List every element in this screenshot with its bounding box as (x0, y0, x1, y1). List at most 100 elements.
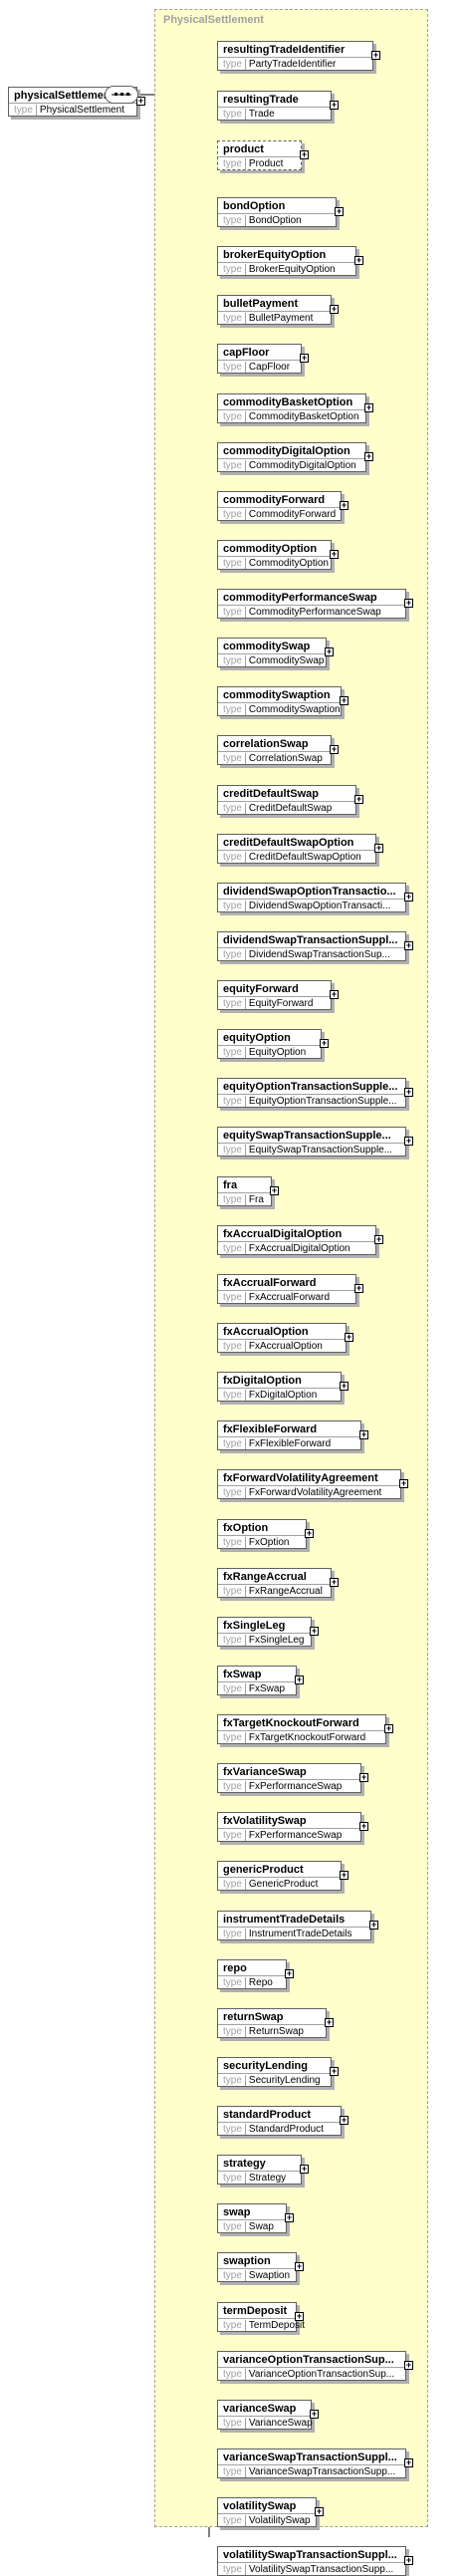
expand-icon[interactable]: + (310, 1626, 319, 1636)
expand-icon[interactable]: + (354, 1283, 363, 1293)
expand-icon[interactable]: + (270, 1185, 279, 1195)
expand-icon[interactable]: + (404, 892, 413, 902)
expand-icon[interactable]: + (369, 1920, 378, 1930)
expand-icon[interactable]: + (384, 1723, 393, 1733)
expand-icon[interactable]: + (340, 1870, 349, 1880)
expand-icon[interactable]: + (295, 2261, 304, 2271)
expand-icon[interactable]: + (359, 1429, 368, 1439)
expand-icon[interactable]: + (404, 2360, 413, 2370)
expand-icon[interactable]: + (305, 1528, 314, 1538)
expand-icon[interactable]: + (295, 1674, 304, 1684)
expand-icon[interactable]: + (404, 598, 413, 608)
expand-icon[interactable]: + (399, 1478, 408, 1488)
expand-icon[interactable]: + (404, 1136, 413, 1146)
expand-icon[interactable]: + (359, 1772, 368, 1782)
expand-icon[interactable]: + (310, 2409, 319, 2419)
expand-icon[interactable]: + (330, 100, 339, 110)
expand-icon[interactable]: + (345, 1332, 353, 1342)
expand-icon[interactable]: + (295, 2311, 304, 2321)
expand-icon[interactable]: + (404, 1087, 413, 1097)
expand-icon[interactable]: + (340, 695, 349, 705)
expand-icon[interactable]: + (374, 1234, 383, 1244)
expand-icon[interactable]: + (285, 2212, 294, 2222)
expand-icon[interactable]: + (330, 549, 339, 559)
expand-icon[interactable]: + (285, 1968, 294, 1978)
expand-icon[interactable]: + (330, 304, 339, 314)
sequence-compositor[interactable] (105, 86, 138, 104)
expand-icon[interactable]: + (320, 1038, 329, 1048)
expand-icon[interactable]: + (330, 1577, 339, 1587)
expand-icon[interactable]: + (330, 989, 339, 999)
expand-icon[interactable]: + (404, 2555, 413, 2565)
expand-icon[interactable]: + (340, 2115, 349, 2125)
expand-icon[interactable]: + (371, 50, 380, 60)
expand-icon[interactable]: + (325, 646, 334, 656)
expand-icon[interactable]: + (330, 2066, 339, 2076)
expand-icon[interactable]: + (340, 500, 349, 510)
expand-icon[interactable]: + (364, 451, 373, 461)
expand-icon[interactable]: + (335, 206, 344, 216)
expand-icon[interactable]: + (300, 2164, 309, 2174)
expand-icon[interactable]: + (340, 1381, 349, 1391)
expand-icon[interactable]: + (300, 149, 309, 159)
expand-icon[interactable]: + (325, 2017, 334, 2027)
expand-icon[interactable]: + (374, 843, 383, 853)
expand-icon[interactable]: + (315, 2506, 324, 2516)
expand-icon[interactable]: + (354, 255, 363, 265)
expand-icon[interactable]: + (330, 744, 339, 754)
expand-icon[interactable]: + (354, 794, 363, 804)
expand-icon[interactable]: + (404, 2457, 413, 2467)
expand-icon[interactable]: + (364, 402, 373, 412)
